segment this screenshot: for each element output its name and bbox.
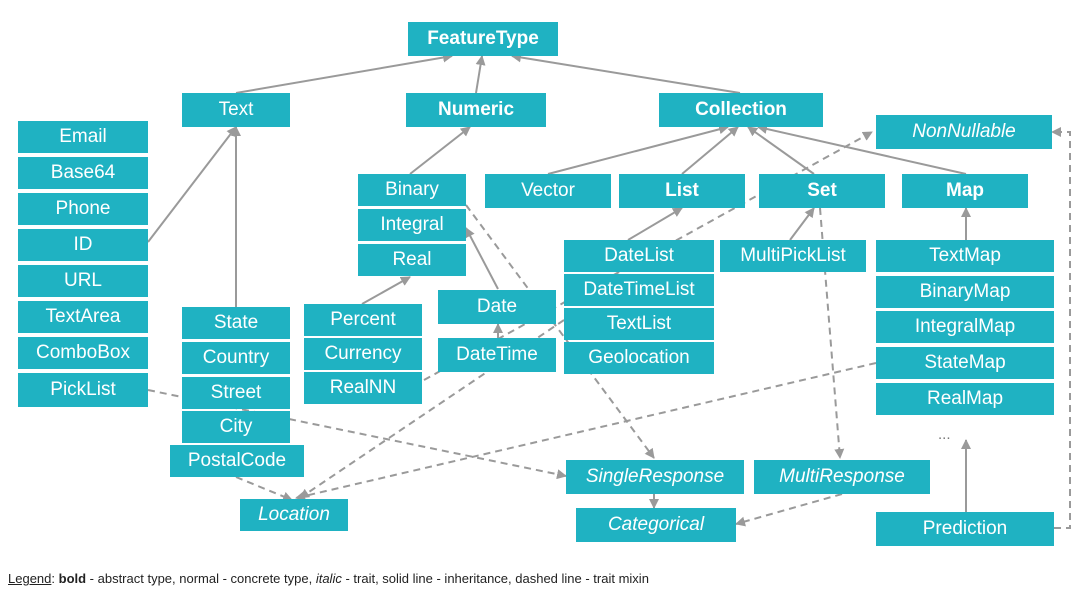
edge-id-text — [147, 126, 237, 243]
node-datetime[interactable]: DateTime — [438, 338, 556, 372]
node-map[interactable]: Map — [902, 174, 1028, 208]
node-currency[interactable]: Currency — [304, 338, 422, 370]
node-country[interactable]: Country — [182, 342, 290, 374]
edge-map-collection — [757, 124, 967, 175]
node-realnn[interactable]: RealNN — [304, 372, 422, 404]
edge-statemap-location — [295, 362, 877, 501]
edge-vector-collection — [547, 124, 729, 175]
node-datetimelist[interactable]: DateTimeList — [564, 274, 714, 306]
legend-title: Legend — [8, 571, 52, 586]
node-geolocation[interactable]: Geolocation — [564, 342, 714, 374]
node-street[interactable]: Street — [182, 377, 290, 409]
edge-numeric-featuretype — [475, 55, 486, 94]
legend: Legend: bold - abstract type, normal - c… — [8, 571, 649, 586]
legend-sep: : — [51, 571, 59, 586]
node-picklist[interactable]: PickList — [18, 373, 148, 407]
edge-multiresponse-categorical — [735, 493, 843, 527]
node-realmap[interactable]: RealMap — [876, 383, 1054, 415]
node-date[interactable]: Date — [438, 290, 556, 324]
node-city[interactable]: City — [182, 411, 290, 443]
node-postalcode[interactable]: PostalCode — [170, 445, 304, 477]
node-textlist[interactable]: TextList — [564, 308, 714, 340]
node-binarymap[interactable]: BinaryMap — [876, 276, 1054, 308]
legend-bold-word: bold — [58, 571, 87, 586]
edge-postalcode-location — [235, 476, 293, 502]
node-text[interactable]: Text — [182, 93, 290, 127]
node-id[interactable]: ID — [18, 229, 148, 261]
edge-binary-singleresponse — [465, 204, 655, 459]
edge-prediction-nonnullable — [1051, 127, 1071, 529]
node-singleresponse[interactable]: SingleResponse — [566, 460, 744, 494]
edge-set-collection — [747, 126, 815, 175]
edge-percent-real — [361, 276, 411, 305]
node-datelist[interactable]: DateList — [564, 240, 714, 272]
node-set[interactable]: Set — [759, 174, 885, 208]
edge-date-integral — [465, 227, 499, 290]
node-statemap[interactable]: StateMap — [876, 347, 1054, 379]
node-multipicklist[interactable]: MultiPickList — [720, 240, 866, 272]
edge-collection-featuretype — [511, 52, 741, 94]
legend-bold-desc: - abstract type, normal - concrete type, — [86, 571, 316, 586]
node-state[interactable]: State — [182, 307, 290, 339]
node-percent[interactable]: Percent — [304, 304, 422, 336]
node-url[interactable]: URL — [18, 265, 148, 297]
node-numeric[interactable]: Numeric — [406, 93, 546, 127]
node-binary[interactable]: Binary — [358, 174, 466, 206]
node-real[interactable]: Real — [358, 244, 466, 276]
node-vector[interactable]: Vector — [485, 174, 611, 208]
edge-binary-numeric — [409, 126, 471, 175]
edge-text-featuretype — [235, 52, 453, 94]
legend-italic-desc: - trait, solid line - inheritance, dashe… — [341, 571, 649, 586]
node-categorical[interactable]: Categorical — [576, 508, 736, 542]
edge-datelist-list — [627, 207, 683, 241]
node-list[interactable]: List — [619, 174, 745, 208]
node-prediction[interactable]: Prediction — [876, 512, 1054, 546]
node-ellipsis: ... — [938, 426, 951, 443]
node-integralmap[interactable]: IntegralMap — [876, 311, 1054, 343]
edge-list-collection — [681, 126, 739, 175]
legend-italic-word: italic — [315, 571, 342, 586]
node-collection[interactable]: Collection — [659, 93, 823, 127]
node-integral[interactable]: Integral — [358, 209, 466, 241]
node-phone[interactable]: Phone — [18, 193, 148, 225]
node-combobox[interactable]: ComboBox — [18, 337, 148, 369]
node-textmap[interactable]: TextMap — [876, 240, 1054, 272]
node-featuretype[interactable]: FeatureType — [408, 22, 558, 56]
node-nonnullable[interactable]: NonNullable — [876, 115, 1052, 149]
edge-multipicklist-set — [789, 207, 815, 241]
node-email[interactable]: Email — [18, 121, 148, 153]
node-base64[interactable]: Base64 — [18, 157, 148, 189]
node-textarea[interactable]: TextArea — [18, 301, 148, 333]
node-location[interactable]: Location — [240, 499, 348, 531]
node-multiresponse[interactable]: MultiResponse — [754, 460, 930, 494]
